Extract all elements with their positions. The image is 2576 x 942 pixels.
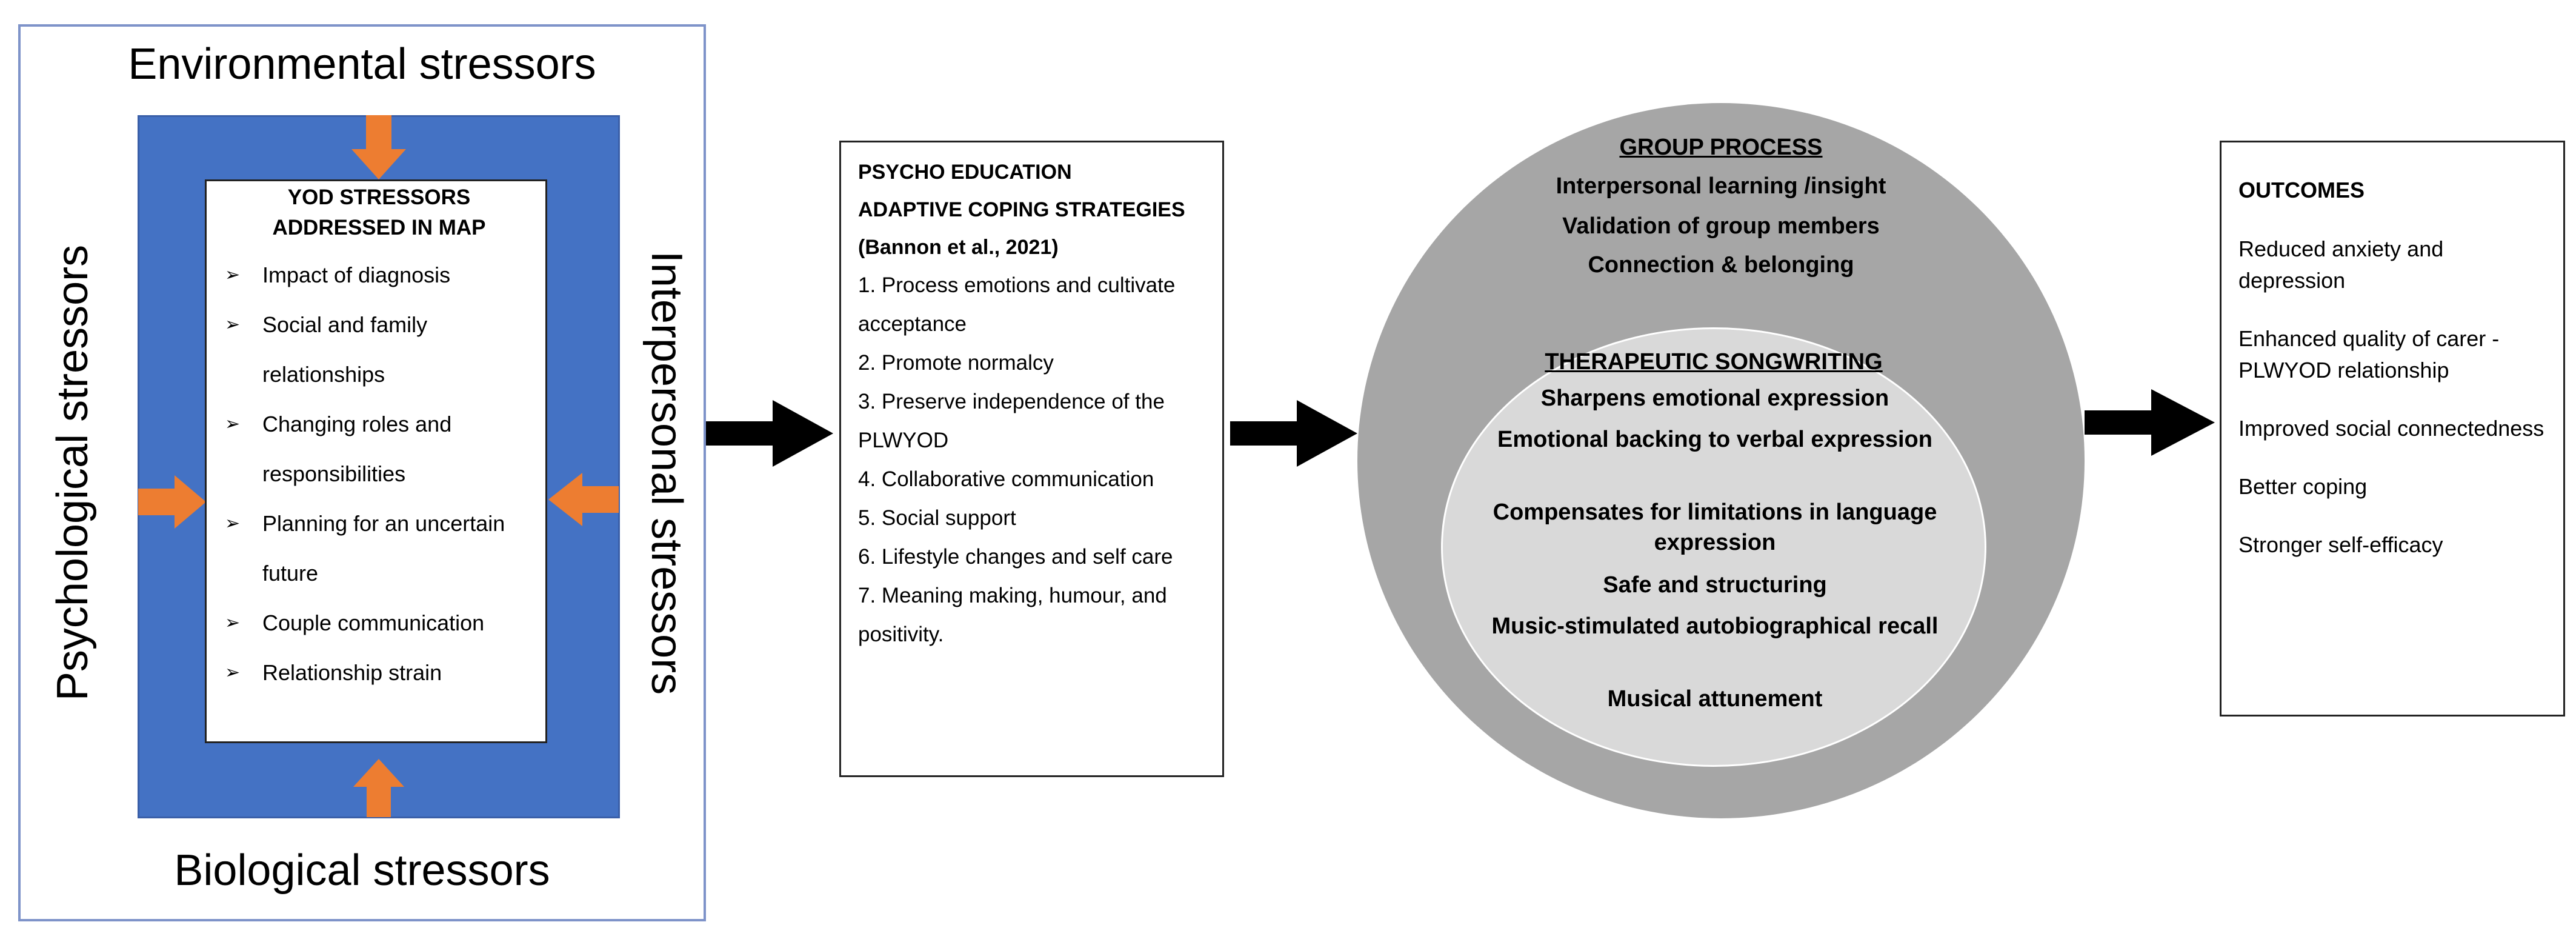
- yod-stressor-text: Relationship strain: [262, 660, 442, 685]
- flow-arrow-icon: [706, 400, 833, 467]
- psycho-education-box: PSYCHO EDUCATION ADAPTIVE COPING STRATEG…: [839, 141, 1224, 777]
- coping-strategy-item: 3. Preserve independence of the PLWYOD: [858, 390, 1165, 452]
- outcome-item: Better coping: [2238, 474, 2368, 499]
- yod-stressors-list: ➢ Impact of diagnosis ➢ Social and family r…: [225, 250, 533, 698]
- yod-stressors-box: YOD STRESSORS ADDRESSED IN MAP ➢ Impact o…: [205, 179, 547, 743]
- environmental-stressors-label: Environmental stressors: [128, 40, 596, 89]
- yod-stressor-text: Planning for an uncertain future: [262, 511, 505, 586]
- outcome-item: Reduced anxiety and depression: [2238, 236, 2444, 293]
- bullet-arrow-icon: ➢: [225, 663, 241, 683]
- group-process-item: Validation of group members: [1562, 213, 1880, 239]
- songwriting-circle: [1441, 327, 1986, 767]
- flow-arrow-icon: [2085, 389, 2215, 456]
- group-process-title: GROUP PROCESS: [1619, 135, 1823, 160]
- coping-strategies-list: 1. Process emotions and cultivate accept…: [858, 266, 1206, 654]
- songwriting-item: Compensates for limitations in language …: [1493, 499, 1937, 555]
- right-arrow-icon: [138, 475, 206, 529]
- yod-stressor-item: ➢ Couple communication: [225, 598, 533, 648]
- down-arrow-icon: [351, 115, 406, 179]
- flow-arrow-icon: [1230, 400, 1357, 467]
- coping-strategy-item: 4. Collaborative communication: [858, 467, 1154, 491]
- songwriting-title: THERAPEUTIC SONGWRITING: [1545, 349, 1883, 375]
- group-process-item: Connection & belonging: [1588, 252, 1854, 278]
- outcome-item: Improved social connectedness: [2238, 416, 2544, 441]
- yod-stressors-title: YOD STRESSORS ADDRESSED IN MAP: [272, 185, 486, 239]
- bullet-arrow-icon: ➢: [225, 613, 241, 633]
- yod-stressor-item: ➢ Social and family relationships: [225, 300, 533, 399]
- yod-stressor-text: Impact of diagnosis: [262, 262, 451, 287]
- songwriting-item: Sharpens emotional expression: [1540, 386, 1889, 411]
- coping-strategy-item: 2. Promote normalcy: [858, 351, 1054, 375]
- interpersonal-stressors-label: Interpersonal stressors: [642, 250, 691, 695]
- yod-stressor-text: Changing roles and responsibilities: [262, 412, 452, 486]
- outcome-item: Enhanced quality of carer - PLWYOD relat…: [2238, 326, 2500, 382]
- yod-stressor-item: ➢ Planning for an uncertain future: [225, 499, 533, 598]
- songwriting-item: Emotional backing to verbal expression: [1497, 427, 1932, 452]
- yod-stressor-item: ➢ Changing roles and responsibilities: [225, 399, 533, 499]
- coping-strategy-item: 5. Social support: [858, 506, 1016, 530]
- psycho-education-heading: PSYCHO EDUCATION: [858, 161, 1072, 184]
- adaptive-coping-heading: ADAPTIVE COPING STRATEGIES (Bannon et al…: [858, 198, 1185, 259]
- biological-stressors-label: Biological stressors: [174, 846, 550, 895]
- coping-strategy-item: 7. Meaning making, humour, and positivit…: [858, 584, 1167, 646]
- bullet-arrow-icon: ➢: [225, 414, 241, 434]
- songwriting-item: Safe and structuring: [1603, 572, 1827, 598]
- songwriting-item: Musical attunement: [1607, 686, 1823, 712]
- songwriting-item: Music-stimulated autobiographical recall: [1491, 613, 1939, 639]
- up-arrow-icon: [353, 759, 404, 817]
- psychological-stressors-label: Psychological stressors: [48, 244, 97, 701]
- bullet-arrow-icon: ➢: [225, 265, 241, 285]
- bullet-arrow-icon: ➢: [225, 315, 241, 335]
- group-process-item: Interpersonal learning /insight: [1556, 173, 1886, 199]
- yod-stressor-item: ➢ Relationship strain: [225, 648, 533, 698]
- yod-stressor-text: Couple communication: [262, 610, 485, 635]
- left-arrow-icon: [548, 473, 619, 526]
- outcomes-title: OUTCOMES: [2238, 178, 2365, 202]
- coping-strategy-item: 6. Lifestyle changes and self care: [858, 545, 1173, 569]
- yod-stressor-text: Social and family relationships: [262, 312, 428, 387]
- bullet-arrow-icon: ➢: [225, 513, 241, 533]
- coping-strategy-item: 1. Process emotions and cultivate accept…: [858, 273, 1176, 336]
- yod-stressor-item: ➢ Impact of diagnosis: [225, 250, 533, 300]
- outcome-item: Stronger self-efficacy: [2238, 532, 2443, 557]
